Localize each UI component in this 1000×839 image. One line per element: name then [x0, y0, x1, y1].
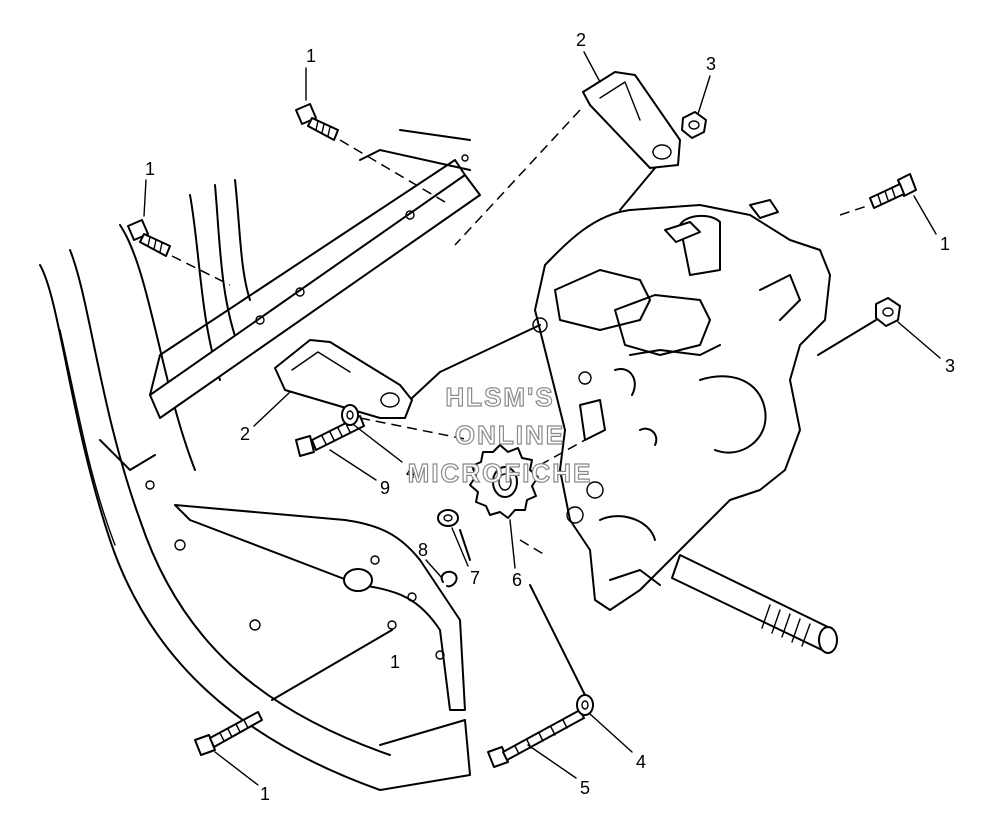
callout-8: 8 — [418, 540, 428, 560]
bolt-left — [127, 219, 171, 257]
callout-3-right: 3 — [945, 356, 955, 376]
washer-upper — [341, 404, 359, 426]
callout-4-lower: 4 — [636, 752, 646, 772]
sprocket — [469, 444, 539, 519]
lower-mounting-plate — [174, 504, 466, 711]
callout-1-plate: 1 — [390, 652, 400, 672]
bolt-item-5 — [487, 709, 585, 768]
bolt-bottom-left — [194, 711, 263, 756]
watermark-line-2: ONLINE — [455, 420, 565, 450]
bolt-right — [869, 173, 917, 209]
nut-right — [875, 297, 901, 327]
watermark-line-3: MICROFICHE — [408, 458, 593, 488]
callout-6: 6 — [512, 570, 522, 590]
washer-item-7 — [437, 509, 459, 527]
callout-9: 9 — [380, 478, 390, 498]
bolt-top — [295, 103, 339, 141]
watermark-line-1: HLSM'S — [445, 382, 554, 412]
callout-7: 7 — [470, 568, 480, 588]
upper-mounting-rail — [149, 129, 481, 419]
watermark: HLSM'S ONLINE MICROFICHE — [407, 381, 593, 488]
bracket-lower — [274, 339, 413, 419]
callout-1-right: 1 — [940, 234, 950, 254]
washer-lower — [576, 694, 594, 716]
callout-4-upper: 4 — [406, 462, 416, 482]
bracket-upper — [582, 71, 681, 169]
output-shaft — [671, 554, 838, 654]
frame — [39, 179, 471, 791]
leader-lines — [171, 109, 877, 701]
callout-1-top: 1 — [306, 46, 316, 66]
callout-2-lower: 2 — [240, 424, 250, 444]
gearcase — [532, 199, 831, 611]
callout-1-bottom: 1 — [260, 784, 270, 804]
callout-5: 5 — [580, 778, 590, 798]
clip-item-8 — [440, 570, 458, 588]
callout-2-top: 2 — [576, 30, 586, 50]
callout-1-left: 1 — [145, 159, 155, 179]
callout-3-top: 3 — [706, 54, 716, 74]
nut-top — [681, 111, 707, 139]
callout-labels: 1 1 1 1 1 2 2 3 3 4 4 5 6 7 8 9 — [143, 30, 955, 804]
